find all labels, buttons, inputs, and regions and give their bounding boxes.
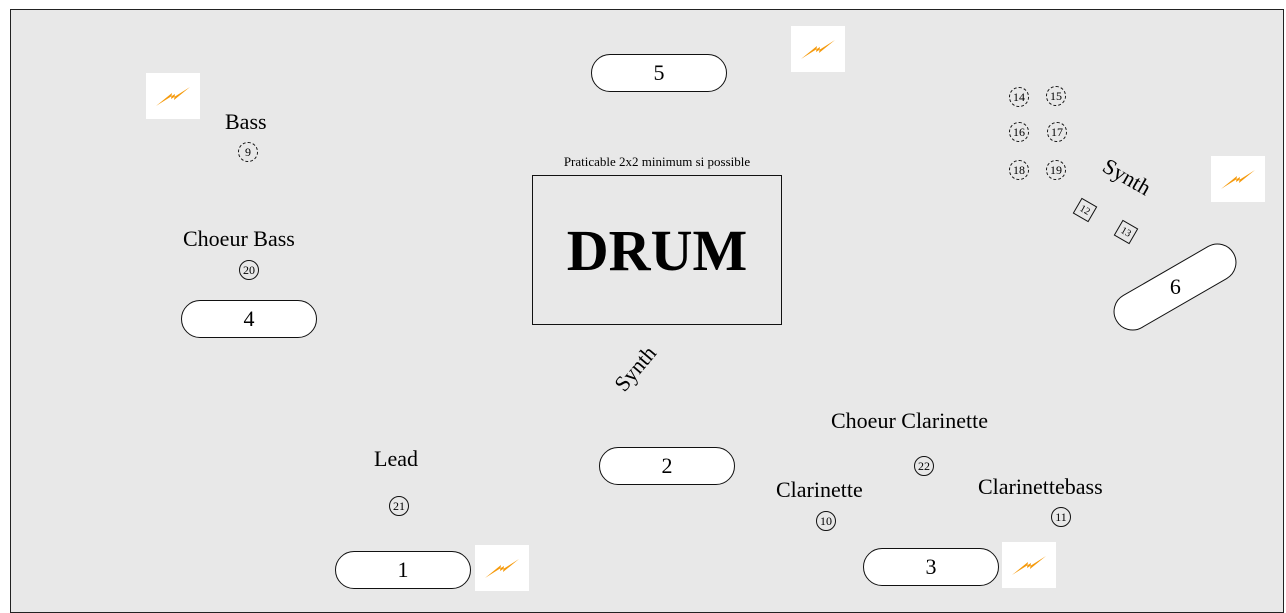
- monitor-1: 1: [335, 551, 471, 589]
- label-bass: Bass: [225, 109, 267, 134]
- input-13: 13: [1113, 219, 1139, 245]
- power-outlet-icon: [146, 73, 200, 119]
- input-20: 20: [239, 260, 259, 280]
- input-21: 21: [389, 496, 409, 516]
- power-outlet-icon: [791, 26, 845, 72]
- monitor-6-label: 6: [1169, 274, 1181, 299]
- label-lead: Lead: [374, 446, 418, 471]
- label-clarinette: Clarinette: [776, 477, 863, 502]
- label-choeur-clarinette: Choeur Clarinette: [831, 408, 989, 433]
- monitor-4: 4: [181, 300, 317, 338]
- input-17: 17: [1047, 122, 1067, 142]
- drum-riser: DRUM: [532, 175, 782, 325]
- input-12: 12: [1072, 197, 1098, 223]
- input-11: 11: [1051, 507, 1071, 527]
- input-10: 10: [816, 511, 836, 531]
- monitor-5: 5: [591, 54, 727, 92]
- input-14: 14: [1009, 87, 1029, 107]
- input-22: 22: [914, 456, 934, 476]
- input-9: 9: [238, 142, 258, 162]
- power-outlet-icon: [1002, 542, 1056, 588]
- input-16: 16: [1009, 122, 1029, 142]
- drum-label: DRUM: [566, 217, 748, 283]
- monitor-2: 2: [599, 447, 735, 485]
- stage-plot: Praticable 2x2 minimum si possible DRUM …: [10, 9, 1284, 613]
- input-15: 15: [1046, 86, 1066, 106]
- label-clarinettebass: Clarinettebass: [978, 474, 1103, 499]
- power-outlet-icon: [475, 545, 529, 591]
- input-18: 18: [1009, 160, 1029, 180]
- monitor-6: 6: [1106, 236, 1244, 338]
- label-choeur-bass: Choeur Bass: [183, 226, 295, 251]
- monitor-3: 3: [863, 548, 999, 586]
- input-19: 19: [1046, 160, 1066, 180]
- label-synth-right: Synth: [1098, 153, 1156, 201]
- drum-riser-note: Praticable 2x2 minimum si possible: [563, 154, 751, 169]
- label-synth-center: Synth: [609, 340, 662, 397]
- power-outlet-icon: [1211, 156, 1265, 202]
